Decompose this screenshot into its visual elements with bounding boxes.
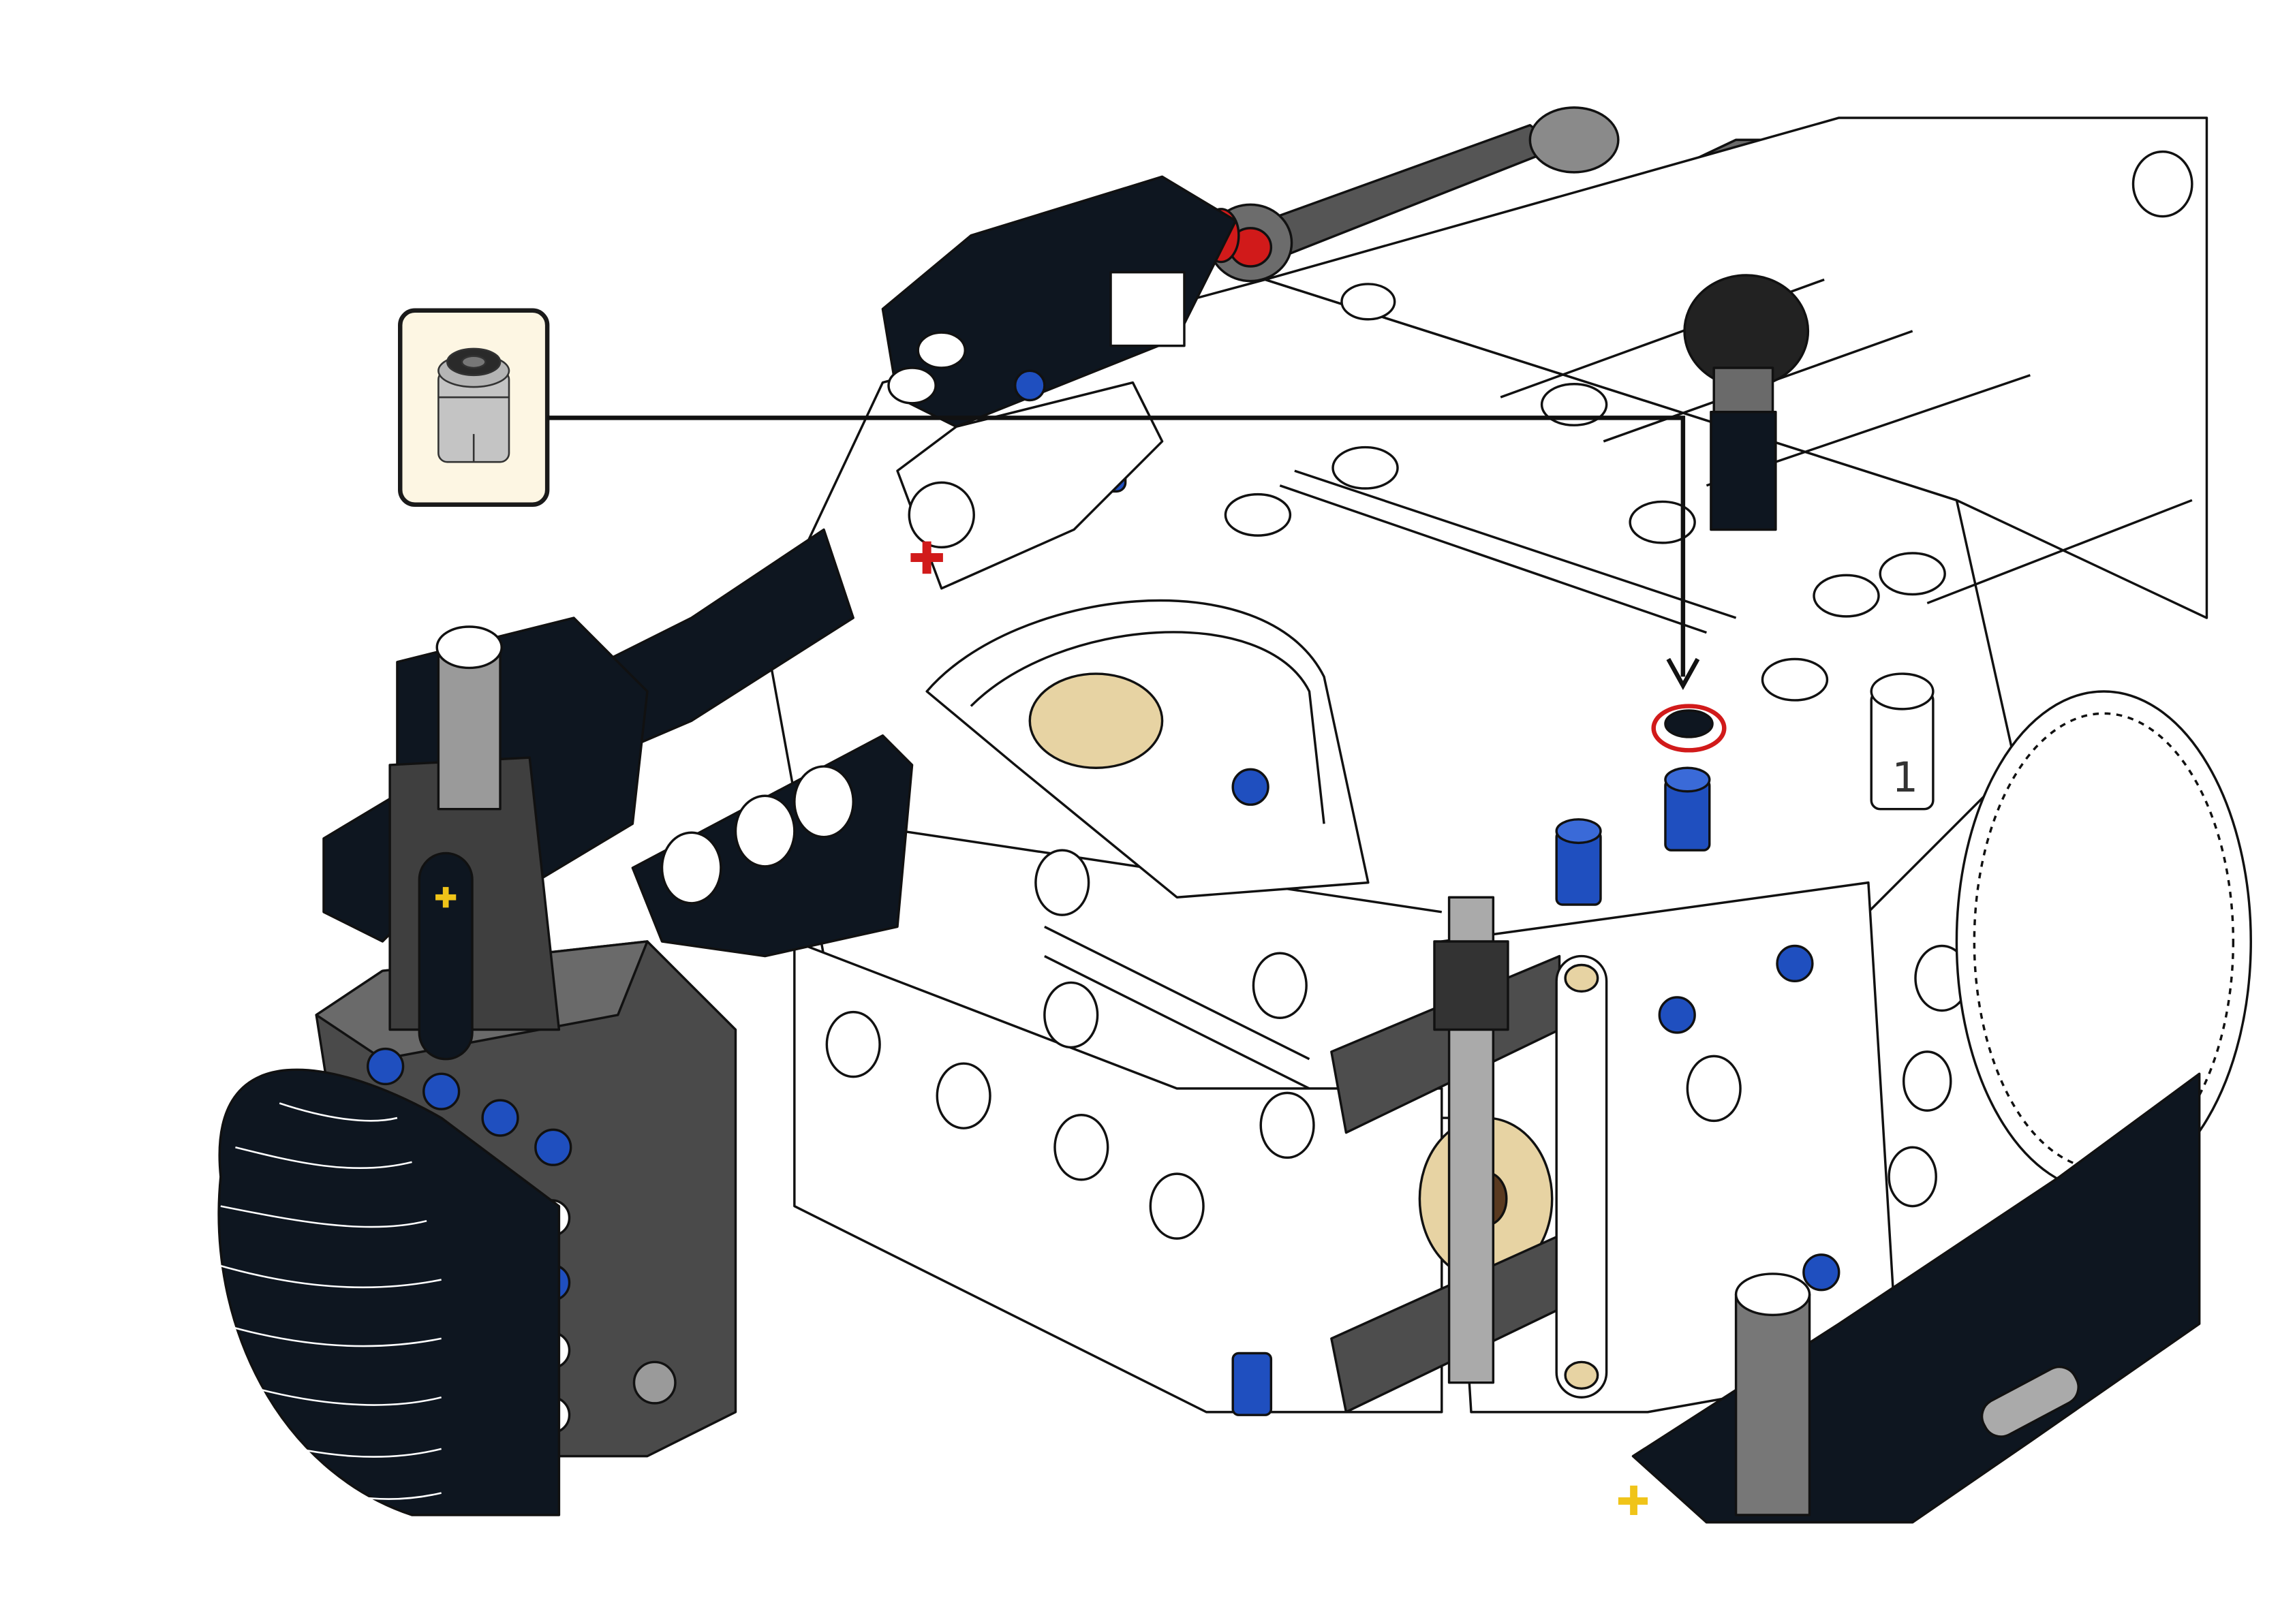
center-steering-beams bbox=[1330, 896, 1608, 1414]
vehicle-assembly: 1 bbox=[217, 106, 2252, 1524]
leader-line bbox=[547, 416, 1686, 677]
center-white-link bbox=[896, 270, 1186, 590]
large-turntable-gear bbox=[1955, 690, 2252, 1193]
printed-number-1: 1 bbox=[1892, 754, 1917, 802]
pin-with-friction-light-gray-icon bbox=[437, 347, 510, 463]
arrow-head bbox=[1666, 657, 1700, 690]
target-hole-highlight bbox=[1651, 704, 1727, 753]
bottom-right-assembly bbox=[1618, 1072, 2201, 1524]
left-black-beam-holes bbox=[660, 331, 967, 905]
front-left-tire bbox=[217, 1068, 561, 1516]
white-post-1: 1 bbox=[1870, 672, 1935, 811]
black-knob bbox=[1683, 274, 1810, 531]
parts-callout bbox=[398, 308, 1700, 690]
